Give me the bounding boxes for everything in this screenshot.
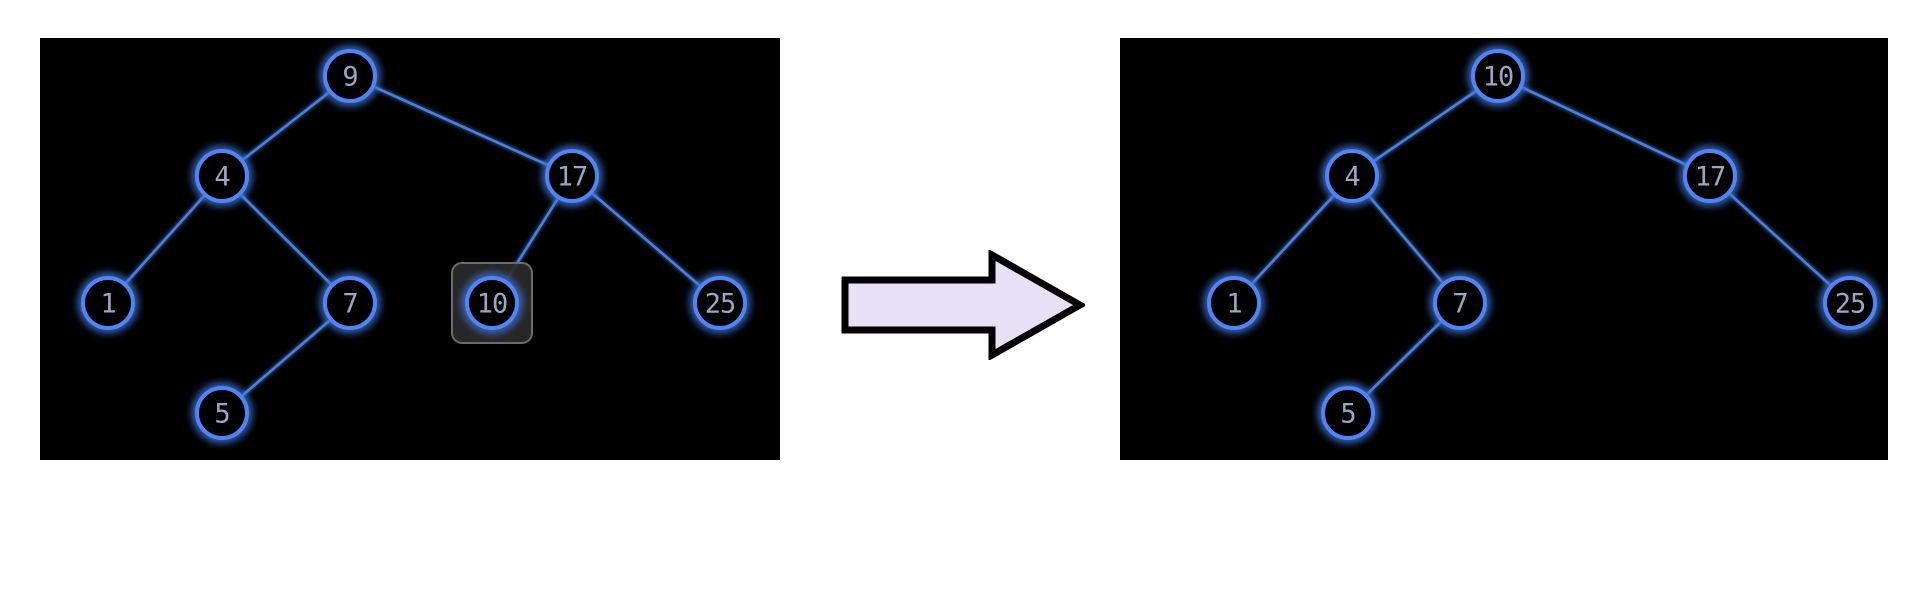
tree-edge xyxy=(123,193,207,286)
tree-node[interactable]: 7 xyxy=(323,276,377,330)
node-label: 9 xyxy=(342,62,357,93)
tree-node[interactable]: 25 xyxy=(693,276,747,330)
tree-node[interactable]: 4 xyxy=(195,149,249,203)
node-circle[interactable] xyxy=(195,149,249,203)
node-label: 10 xyxy=(477,289,508,320)
tree-node[interactable]: 5 xyxy=(195,386,249,440)
tree-edge xyxy=(1520,85,1688,167)
node-label: 17 xyxy=(557,162,588,193)
tree-edge xyxy=(1364,319,1444,397)
tree-edge xyxy=(1367,194,1445,285)
tree-edge xyxy=(238,192,334,287)
tree-node[interactable]: 7 xyxy=(1433,276,1487,330)
node-circle[interactable] xyxy=(465,276,519,330)
tree-node[interactable]: 17 xyxy=(1683,149,1737,203)
node-circle[interactable] xyxy=(1823,276,1877,330)
tree-edge xyxy=(1371,89,1479,163)
tree-edge xyxy=(240,90,332,162)
node-circle[interactable] xyxy=(1325,149,1379,203)
node-circle[interactable] xyxy=(1433,276,1487,330)
node-label: 5 xyxy=(214,399,229,430)
tree-node[interactable]: 10 xyxy=(465,276,519,330)
before-edges xyxy=(123,85,702,398)
tree-node[interactable]: 1 xyxy=(1207,276,1261,330)
arrow-right-icon xyxy=(841,250,1085,360)
tree-node[interactable]: 1 xyxy=(81,276,135,330)
node-circle[interactable] xyxy=(323,49,377,103)
node-label: 25 xyxy=(705,289,736,320)
tree-node[interactable]: 17 xyxy=(545,149,599,203)
node-circle[interactable] xyxy=(1207,276,1261,330)
tree-edge xyxy=(1250,193,1336,286)
node-circle[interactable] xyxy=(1471,49,1525,103)
node-circle[interactable] xyxy=(81,276,135,330)
node-label: 10 xyxy=(1483,62,1514,93)
node-circle[interactable] xyxy=(1321,386,1375,440)
node-label: 7 xyxy=(342,289,357,320)
tree-edge xyxy=(240,318,332,398)
node-label: 17 xyxy=(1695,162,1726,193)
node-label: 7 xyxy=(1452,289,1467,320)
node-label: 4 xyxy=(1344,162,1359,193)
node-circle[interactable] xyxy=(195,386,249,440)
node-circle[interactable] xyxy=(545,149,599,203)
tree-node[interactable]: 5 xyxy=(1321,386,1375,440)
transition-arrow xyxy=(840,250,1085,360)
tree-edge xyxy=(1727,191,1833,288)
node-circle[interactable] xyxy=(693,276,747,330)
tree-edge xyxy=(372,85,550,167)
tree-node[interactable]: 4 xyxy=(1325,149,1379,203)
node-label: 4 xyxy=(214,162,229,193)
after-edges xyxy=(1250,85,1833,397)
node-label: 5 xyxy=(1340,399,1355,430)
node-label: 1 xyxy=(1226,289,1241,320)
node-circle[interactable] xyxy=(323,276,377,330)
tree-node[interactable]: 9 xyxy=(323,49,377,103)
node-label: 25 xyxy=(1835,289,1866,320)
tree-edge xyxy=(590,191,702,288)
tree-node[interactable]: 10 xyxy=(1471,49,1525,103)
node-circle[interactable] xyxy=(1683,149,1737,203)
node-label: 1 xyxy=(100,289,115,320)
tree-node[interactable]: 25 xyxy=(1823,276,1877,330)
